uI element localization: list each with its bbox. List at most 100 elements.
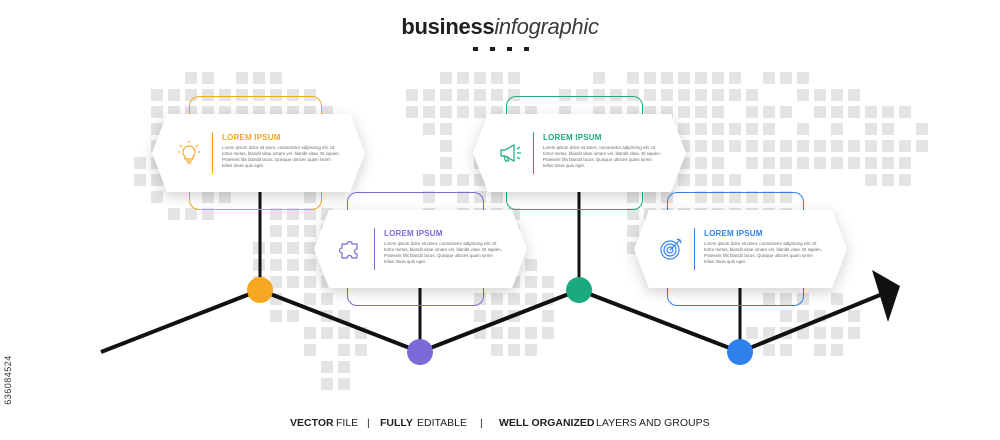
map-pixel [406,89,418,101]
map-pixel [457,72,469,84]
map-pixel [780,174,792,186]
title-light: infographic [494,14,599,39]
map-pixel [763,174,775,186]
map-pixel [814,106,826,118]
card-body-text: Lorem ipsum dolor sit amet, consectetur … [543,145,661,168]
map-pixel [729,174,741,186]
map-pixel [848,310,860,322]
map-pixel [797,89,809,101]
map-pixel [219,89,231,101]
map-pixel [440,89,452,101]
map-pixel [474,106,486,118]
map-pixel [644,191,656,203]
map-pixel [440,123,452,135]
step-card-1: LOREM IPSUM Lorem ipsum dolor sit amet, … [152,96,365,210]
map-pixel [763,344,775,356]
map-pixel [678,123,690,135]
card-outline-top [347,192,484,217]
map-pixel [797,327,809,339]
card-divider [533,132,534,174]
map-pixel [831,106,843,118]
map-pixel [814,344,826,356]
map-pixel [338,344,350,356]
map-pixel [780,140,792,152]
map-pixel [270,72,282,84]
map-pixel [661,89,673,101]
map-pixel [729,140,741,152]
map-pixel [729,123,741,135]
step-card-4: LOREM IPSUM Lorem ipsum dolor sit amet, … [634,192,847,306]
map-pixel [491,344,503,356]
map-pixel [304,259,316,271]
map-pixel [457,191,469,203]
card-outline-bottom [667,281,804,306]
map-pixel [712,157,724,169]
footer-vector-rest: FILE [336,417,359,429]
map-pixel [474,89,486,101]
map-pixel [882,123,894,135]
footer-fully-rest: EDITABLE [417,417,467,429]
map-pixel [423,106,435,118]
map-pixel [644,72,656,84]
map-pixel [270,242,282,254]
map-pixel [712,106,724,118]
map-pixel [423,191,435,203]
dot [490,47,495,51]
map-pixel [831,157,843,169]
map-pixel [729,89,741,101]
map-pixel [440,106,452,118]
map-pixel [763,123,775,135]
map-pixel [525,259,537,271]
map-pixel [321,327,333,339]
map-pixel [746,327,758,339]
footer-vector-bold: VECTOR [290,417,334,429]
lightbulb-icon [178,141,200,164]
map-pixel [882,106,894,118]
map-pixel [712,89,724,101]
puzzle-icon [338,240,358,259]
footer-separator: | [480,417,483,429]
map-pixel [219,191,231,203]
map-pixel [491,89,503,101]
map-pixel [899,157,911,169]
map-pixel [865,174,877,186]
card-body-text: Lorem ipsum dolor sit amet, consectetur … [384,241,502,264]
map-pixel [831,140,843,152]
node-step-4 [727,339,753,365]
card-hexagon [473,114,686,192]
map-pixel [916,140,928,152]
map-pixel [814,327,826,339]
map-pixel [899,106,911,118]
map-pixel [287,310,299,322]
map-pixel [763,140,775,152]
map-pixel [474,72,486,84]
map-pixel [848,140,860,152]
map-pixel [525,276,537,288]
map-pixel [440,72,452,84]
map-pixel [780,72,792,84]
map-pixel [304,327,316,339]
footer-fully-bold: FULLY [380,417,413,429]
map-pixel [831,89,843,101]
card-hexagon [634,210,847,288]
map-pixel [508,344,520,356]
map-pixel [746,140,758,152]
map-pixel [627,225,639,237]
map-pixel [916,123,928,135]
map-pixel [593,89,605,101]
map-pixel [780,344,792,356]
map-pixel [440,140,452,152]
map-pixel [695,191,707,203]
map-pixel [338,310,350,322]
map-pixel [746,157,758,169]
map-pixel [865,157,877,169]
card-divider [374,228,375,270]
map-pixel [151,174,163,186]
map-pixel [525,293,537,305]
map-pixel [797,310,809,322]
map-pixel [338,378,350,390]
zigzag-timeline-line [100,288,881,354]
map-pixel [695,174,707,186]
map-pixel [321,361,333,373]
card-body-text: Lorem ipsum dolor sit amet, consectetur … [222,145,340,168]
